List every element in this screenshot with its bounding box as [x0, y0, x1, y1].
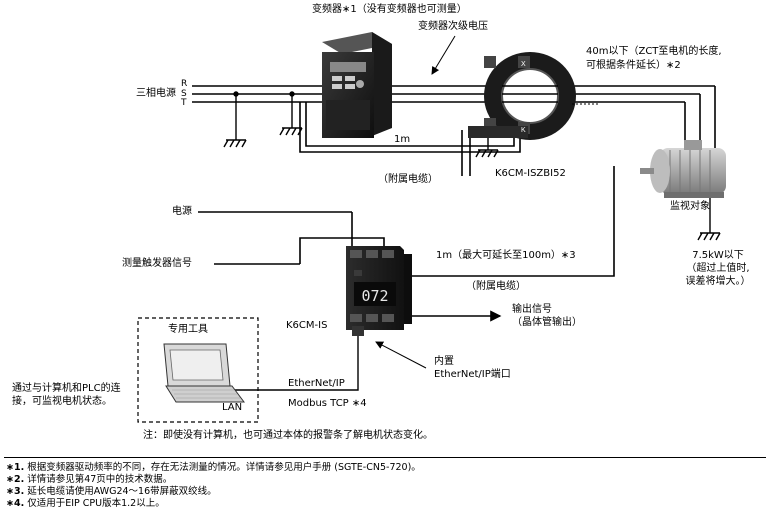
laptop: [163, 343, 245, 403]
footnote-mark: ∗3.: [6, 486, 25, 497]
zct-model-label: K6CM-ISZBI52: [495, 168, 566, 179]
motor-power-label: 7.5kW以下: [692, 250, 744, 261]
footnote-text: 延长电缆请使用AWG24～16带屏蔽双绞线。: [27, 486, 217, 497]
modbus-tcp-label: Modbus TCP ∗4: [288, 398, 367, 409]
svg-text:K: K: [521, 127, 526, 134]
footnote-divider: [4, 457, 766, 458]
three-phase-label: 三相电源: [136, 88, 176, 99]
footnote-mark: ∗1.: [6, 462, 25, 473]
ethernet-ip-label: EtherNet/IP: [288, 378, 345, 389]
footnote-item: ∗4. 仅适用于EIP CPU版本1.2以上。: [6, 498, 165, 509]
motor-power-note: （超过上值时,: [686, 263, 750, 274]
pc-plc-label: 通过与计算机和PLC的连: [12, 383, 121, 394]
note-prefix: 注：: [143, 430, 163, 441]
ground-symbol: [279, 91, 303, 136]
zct-sensor: X K: [468, 52, 576, 140]
trigger-signal-label: 测量触发器信号: [122, 258, 192, 269]
device-display: 072: [361, 287, 388, 305]
footnote-item: ∗3. 延长电缆请使用AWG24～16带屏蔽双绞线。: [6, 486, 217, 497]
device-model-label: K6CM-IS: [286, 320, 328, 331]
inverter-label: 变频器∗1（没有变频器也可测量）: [312, 4, 467, 15]
ground-symbol: [697, 195, 721, 241]
monitored-target-label: 监视对象: [670, 201, 710, 212]
builtin-port-label-2: EtherNet/IP端口: [434, 369, 511, 380]
output-signal-type-label: （晶体管输出）: [512, 317, 582, 328]
pc-plc-label-2: 接，可监视电机状态。: [12, 396, 112, 407]
attached-cable-label-2: （附属电缆）: [466, 281, 526, 292]
zct-length-label: 40m以下（ZCT至电机的长度,: [586, 46, 722, 57]
motor: [640, 140, 726, 198]
builtin-port-arrow: [375, 341, 427, 369]
footnote-item: ∗2. 详情请参见第47页中的技术数据。: [6, 474, 172, 485]
secondary-voltage-arrow: [431, 35, 456, 75]
lan-label: LAN: [222, 402, 243, 413]
inverter-secondary-label: 变频器次级电压: [418, 21, 488, 32]
footnote-text: 详情请参见第47页中的技术数据。: [27, 474, 173, 485]
cable-length-label: 1m: [394, 134, 411, 145]
dedicated-tool-box: [137, 317, 259, 423]
three-phase-lines: [192, 85, 716, 150]
zct-length-label-2: 可根据条件延长）∗2: [586, 60, 681, 71]
footnote-mark: ∗4.: [6, 498, 25, 509]
ground-symbol: [223, 91, 247, 148]
k6cm-device: [346, 246, 412, 336]
footnote-text: 根据变频器驱动频率的不同，存在无法测量的情况。详情请参见用户手册 (SGTE-C…: [27, 462, 421, 473]
footnote-text: 仅适用于EIP CPU版本1.2以上。: [27, 498, 165, 509]
output-signal-label: 输出信号: [512, 304, 552, 315]
power-supply-label: 电源: [172, 206, 192, 217]
note-body: 即使没有计算机，也可通过本体的报警条了解电机状态变化。: [163, 430, 433, 441]
attached-cable-label: （附属电缆）: [378, 174, 438, 185]
builtin-port-label: 内置: [434, 356, 454, 367]
dedicated-tool-label: 专用工具: [168, 324, 208, 335]
footnote-mark: ∗2.: [6, 474, 25, 485]
extension-cable-label: 1m（最大可延长至100m）∗3: [436, 250, 576, 261]
svg-text:X: X: [521, 61, 526, 68]
phase-t-label: T: [181, 98, 187, 108]
phase-r-label: R: [181, 79, 188, 89]
inverter-unit: [322, 32, 392, 138]
phase-s-label: S: [181, 89, 187, 99]
footnote-item: ∗1. 根据变频器驱动频率的不同，存在无法测量的情况。详情请参见用户手册 (SG…: [6, 462, 421, 473]
motor-power-note-2: 误差将增大。）: [685, 276, 751, 287]
note-text: 注：即使没有计算机，也可通过本体的报警条了解电机状态变化。: [143, 430, 433, 442]
